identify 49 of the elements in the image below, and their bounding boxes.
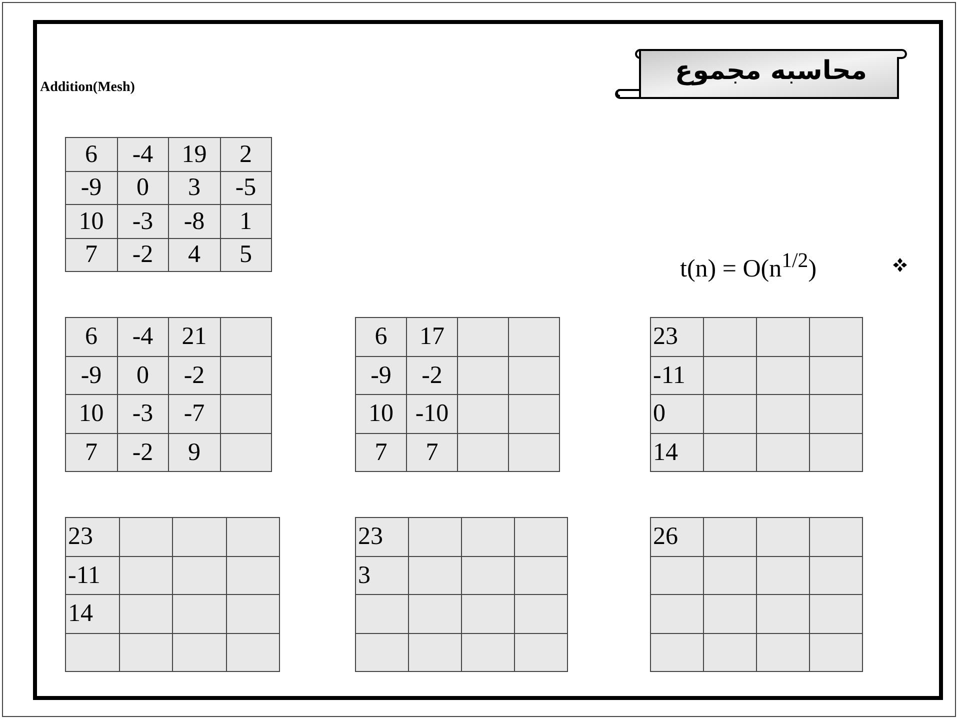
- formula: t(n) = O(n$^{1/2}$): [680, 248, 817, 284]
- cell-value: -2: [132, 438, 154, 466]
- cell-value: 14: [653, 438, 678, 466]
- cell-value: 3: [358, 562, 370, 589]
- cell-value: 10: [368, 400, 394, 428]
- cell-value: 7: [85, 241, 98, 268]
- cell-value: 2: [240, 140, 252, 168]
- cell-value: -11: [653, 362, 686, 389]
- cell-value: 6: [85, 140, 98, 168]
- heading: Addition(Mesh): [40, 80, 135, 96]
- cell-value: 7: [426, 438, 438, 466]
- cell-value: -3: [132, 400, 154, 428]
- banner-title: محاسبه مجموع: [674, 56, 868, 86]
- cell-value: -4: [132, 140, 154, 168]
- cell-value: -3: [132, 208, 154, 235]
- cell-value: 9: [188, 438, 200, 466]
- cell-value: 17: [420, 323, 444, 350]
- cell-value: 0: [136, 362, 149, 389]
- cell-value: 5: [240, 241, 252, 268]
- cell-value: -8: [184, 208, 205, 235]
- cell-value: -5: [235, 174, 256, 202]
- cell-value: -10: [415, 400, 449, 428]
- cell-value: 10: [78, 208, 104, 235]
- cell-value: -9: [80, 362, 102, 389]
- cell-value: 0: [136, 174, 149, 202]
- cell-value: 21: [182, 323, 207, 350]
- cell-value: 1: [240, 208, 252, 235]
- cell-value: -9: [80, 174, 102, 202]
- cell-value: 19: [182, 140, 207, 168]
- cell-value: -7: [184, 400, 205, 428]
- cell-value: 3: [188, 174, 200, 202]
- cell-value: 23: [358, 523, 383, 550]
- cell-value: 23: [653, 323, 678, 350]
- cell-value: -2: [422, 362, 442, 389]
- cell-value: 4: [188, 241, 200, 268]
- cell-value: 23: [68, 523, 93, 550]
- cell-value: -11: [68, 562, 100, 589]
- cell-value: -2: [184, 362, 205, 389]
- cell-value: 6: [374, 323, 388, 350]
- cell-value: 7: [85, 438, 98, 466]
- cell-value: -9: [370, 362, 392, 389]
- cell-value: -4: [132, 323, 154, 350]
- cell-value: 6: [85, 323, 98, 350]
- cell-value: 14: [68, 600, 93, 628]
- cell-value: 10: [78, 400, 104, 428]
- cell-value: 0: [653, 400, 666, 428]
- cell-value: -2: [132, 241, 154, 268]
- cell-value: 26: [653, 523, 678, 550]
- cell-value: 7: [374, 438, 388, 466]
